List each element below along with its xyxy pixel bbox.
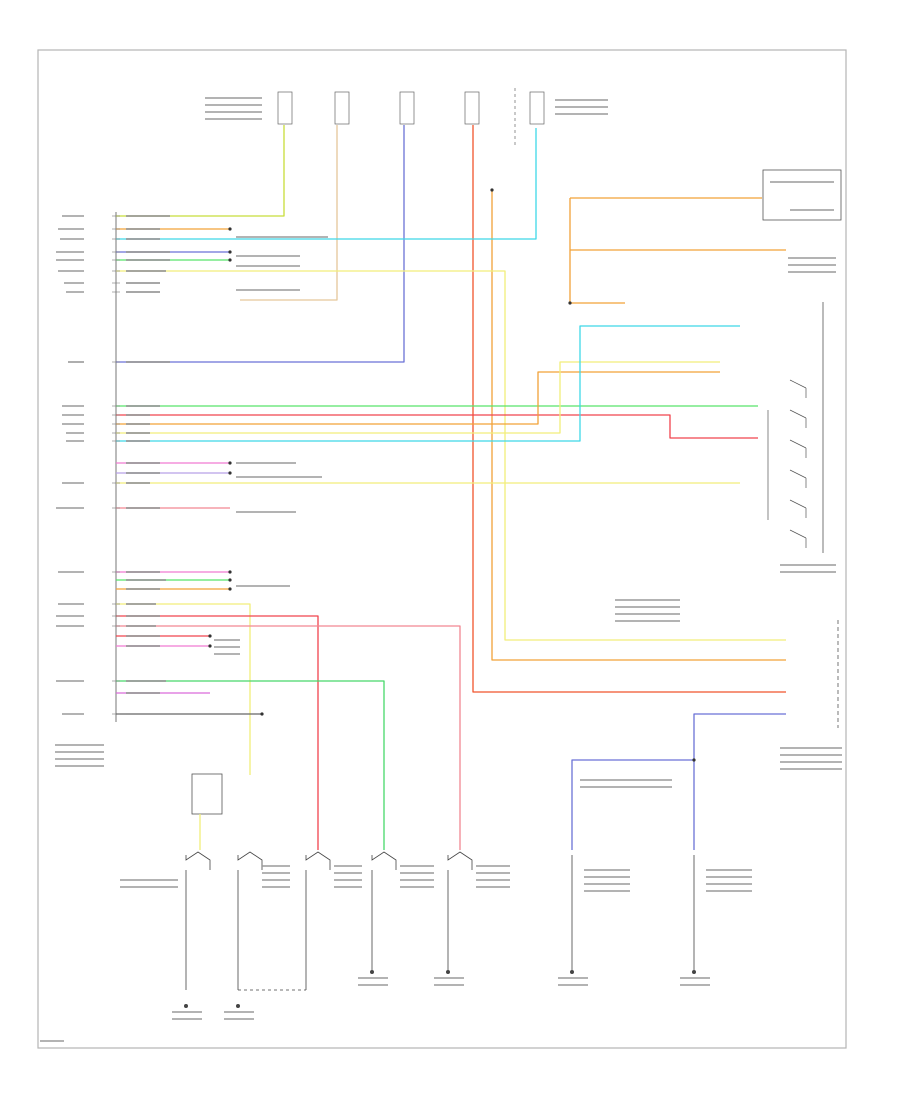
wire-blue-top xyxy=(116,125,405,363)
bottom-switches xyxy=(185,851,695,991)
top-right-module-box xyxy=(762,169,842,221)
fuse-box-top xyxy=(277,88,545,145)
module-outlines xyxy=(115,169,842,815)
wire-light-red-drop xyxy=(116,625,461,850)
wire-yellow-row xyxy=(116,270,786,641)
wire-orange-loop xyxy=(491,190,786,661)
wire-orange-long xyxy=(116,371,720,425)
wire-red-long xyxy=(116,414,758,439)
wire-green-drop xyxy=(116,680,385,850)
fuse-4 xyxy=(464,91,480,125)
wire-red-drop xyxy=(116,615,319,850)
ground-3 xyxy=(370,970,374,974)
ground-5 xyxy=(570,970,574,974)
ground-2 xyxy=(236,1004,240,1008)
ground-6 xyxy=(692,970,696,974)
fine-print-labels xyxy=(40,97,842,1042)
wire-blue-bottom-mid xyxy=(571,759,694,850)
wire-yellow-short xyxy=(116,361,720,434)
wire-yellow-drop xyxy=(116,603,251,775)
fuse-5 xyxy=(529,91,545,125)
wire-cyan-row xyxy=(116,128,537,240)
wire-tan-top xyxy=(240,125,338,301)
module-pin-ticks xyxy=(112,215,120,715)
switch-box-left xyxy=(191,773,223,815)
ground-4 xyxy=(446,970,450,974)
fuse-3 xyxy=(399,91,415,125)
wire-orange-red-main xyxy=(472,125,786,693)
splice-dots xyxy=(208,188,696,762)
ground-1 xyxy=(184,1004,188,1008)
fuse-1 xyxy=(277,91,293,125)
right-switch-contacts xyxy=(767,379,807,548)
wire-code-labels xyxy=(126,215,170,715)
wire-cyan-long xyxy=(116,325,740,442)
ground-symbols xyxy=(184,970,696,1008)
wire-set xyxy=(116,125,786,850)
fuse-2 xyxy=(334,91,350,125)
wire-blue-bottom-right xyxy=(693,713,786,850)
diagram-border xyxy=(37,49,847,1049)
wire-yellow-green-top xyxy=(116,125,285,217)
